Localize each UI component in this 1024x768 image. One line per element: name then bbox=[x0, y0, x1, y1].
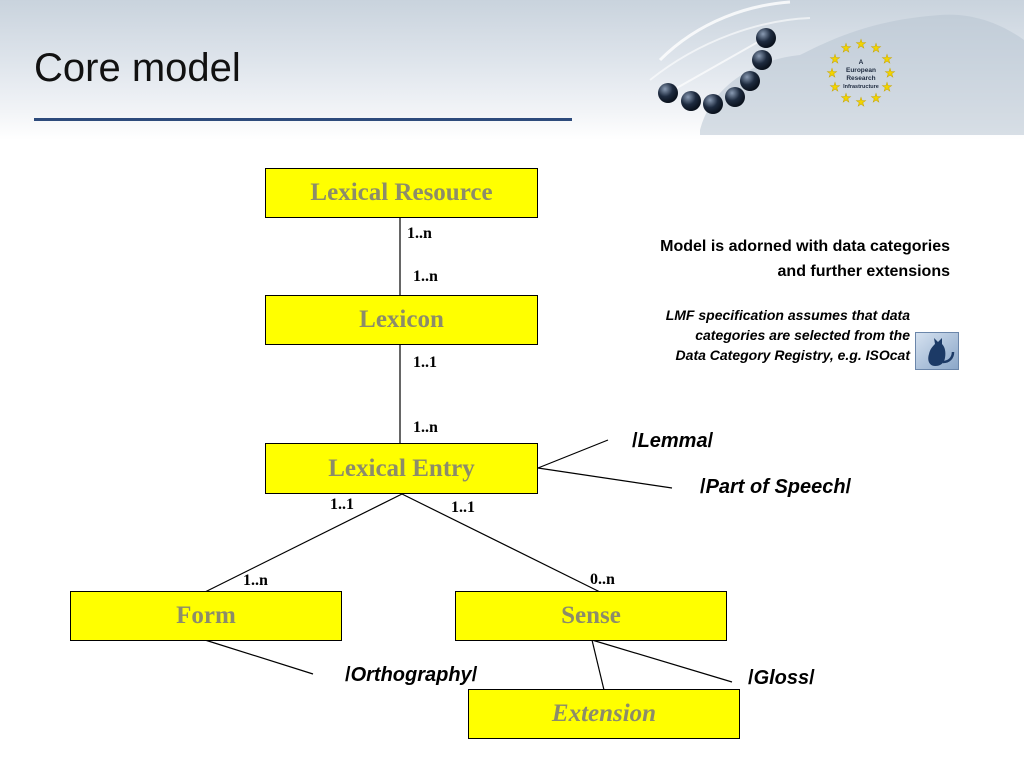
svg-text:★: ★ bbox=[885, 66, 896, 80]
connector-entry-lemma bbox=[537, 439, 609, 469]
connector-entry-form bbox=[204, 493, 403, 593]
multiplicity-label: 1..n bbox=[407, 225, 432, 242]
connector-sense-extension bbox=[591, 639, 605, 691]
orthography-data-category: /Orthography/ bbox=[345, 664, 478, 686]
part-of-speech-label: Part of Speech bbox=[705, 476, 846, 498]
slide-header bbox=[0, 0, 1024, 140]
svg-text:★: ★ bbox=[856, 37, 867, 51]
title-underline bbox=[34, 118, 572, 121]
model-note-line: Model is adorned with data categories bbox=[660, 238, 950, 255]
lemma-data-category: /Lemma/ bbox=[632, 430, 714, 452]
lexicon-box: Lexicon bbox=[265, 295, 538, 345]
isocat-cat-icon bbox=[915, 332, 959, 370]
extension-box: Extension bbox=[468, 689, 740, 739]
gloss-data-category: /Gloss/ bbox=[748, 667, 815, 689]
lmf-note-line: LMF specification assumes that data bbox=[665, 307, 910, 323]
multiplicity-label: 1..1 bbox=[330, 496, 354, 513]
multiplicity-label: 1..n bbox=[413, 419, 438, 436]
connector-entry-sense bbox=[401, 493, 601, 593]
multiplicity-label: 1..n bbox=[243, 572, 268, 589]
lexical-entry-box: Lexical Entry bbox=[265, 443, 538, 494]
multiplicity-label: 0..n bbox=[590, 571, 615, 588]
connector-form-orthography bbox=[204, 639, 314, 675]
svg-text:★: ★ bbox=[827, 66, 838, 80]
orthography-label: Orthography bbox=[350, 664, 472, 686]
gloss-label: Gloss bbox=[753, 667, 810, 689]
european-research-infrastructure-logo: ★ ★ ★ ★ ★ ★ ★ ★ ★ ★ ★ ★ A European Resea… bbox=[826, 37, 896, 108]
logo-text-line: European bbox=[846, 67, 876, 74]
svg-text:★: ★ bbox=[856, 95, 867, 108]
slide-title: Core model bbox=[34, 46, 241, 90]
lmf-note: LMF specification assumes that data cate… bbox=[666, 305, 910, 365]
connector-entry-pos bbox=[537, 467, 673, 489]
logo-text-line: Research bbox=[846, 75, 875, 82]
model-note: Model is adorned with data categories an… bbox=[660, 234, 950, 284]
form-box: Form bbox=[70, 591, 342, 641]
multiplicity-label: 1..1 bbox=[413, 354, 437, 371]
logo-text-line: A bbox=[859, 59, 864, 66]
lemma-label: Lemma bbox=[637, 430, 708, 452]
svg-text:★: ★ bbox=[841, 41, 852, 55]
svg-text:★: ★ bbox=[841, 91, 852, 105]
lmf-note-line: categories are selected from the bbox=[695, 327, 910, 343]
model-note-line: and further extensions bbox=[777, 263, 950, 280]
lexical-resource-box: Lexical Resource bbox=[265, 168, 538, 218]
lmf-note-line: Data Category Registry, e.g. ISOcat bbox=[675, 347, 910, 363]
svg-text:★: ★ bbox=[882, 52, 893, 66]
svg-text:★: ★ bbox=[882, 80, 893, 94]
part-of-speech-data-category: /Part of Speech/ bbox=[700, 476, 852, 498]
multiplicity-label: 1..n bbox=[413, 268, 438, 285]
multiplicity-label: 1..1 bbox=[451, 499, 475, 516]
svg-text:★: ★ bbox=[830, 52, 841, 66]
svg-text:★: ★ bbox=[871, 91, 882, 105]
connector-sense-gloss bbox=[591, 639, 733, 683]
svg-text:★: ★ bbox=[830, 80, 841, 94]
logo-text-line: Infrastructure bbox=[843, 84, 879, 90]
svg-text:★: ★ bbox=[871, 41, 882, 55]
sense-box: Sense bbox=[455, 591, 727, 641]
